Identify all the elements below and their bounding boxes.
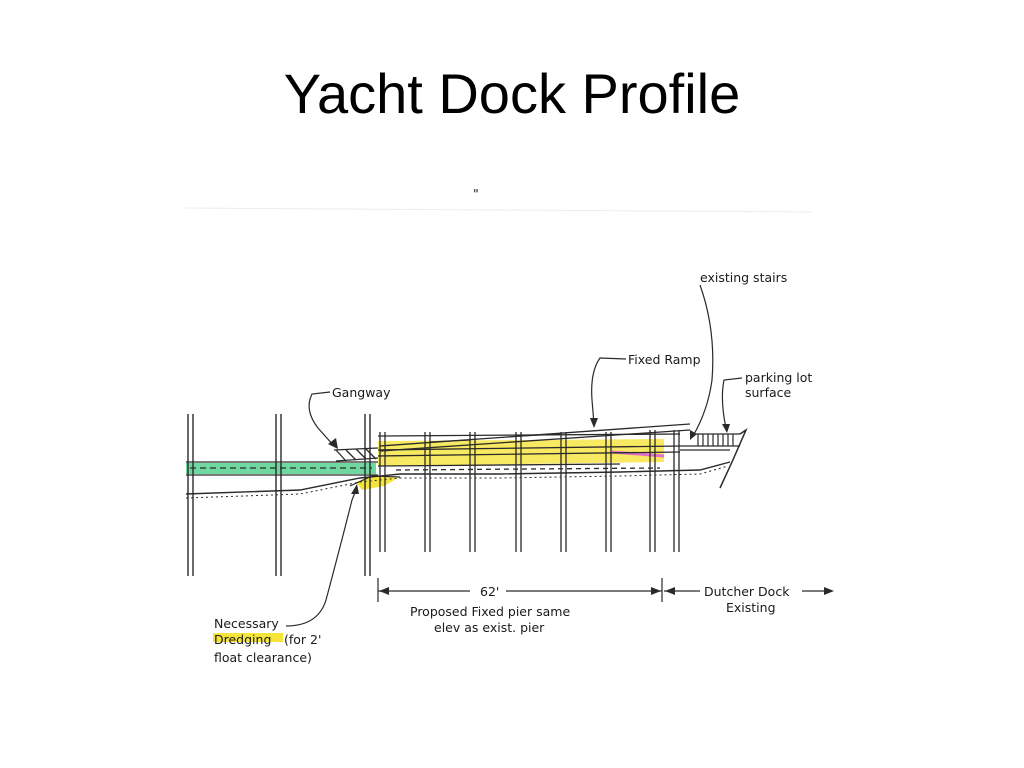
dredging-label-highlight xyxy=(213,633,283,642)
seabed-profile xyxy=(185,461,731,495)
parking-lot-label-line2: surface xyxy=(745,385,792,400)
parking-lot-arrow xyxy=(722,424,730,433)
floating-dock xyxy=(186,461,378,476)
pier-note-line1: Proposed Fixed pier same xyxy=(410,604,570,619)
dutcher-dock-label-line2: Existing xyxy=(726,600,776,615)
proposed-pier-piles xyxy=(379,430,680,552)
pier-note-line2: elev as exist. pier xyxy=(434,620,545,635)
fixed-ramp-leader xyxy=(591,357,627,425)
fixed-ramp-arrow xyxy=(590,418,598,428)
parking-lot-leader xyxy=(721,377,743,429)
corner-mark: " xyxy=(473,186,479,201)
fixed-ramp-label: Fixed Ramp xyxy=(628,352,701,367)
fixed-ramp xyxy=(379,423,691,452)
existing-piles xyxy=(187,414,371,576)
dredging-label-line3: (for 2' xyxy=(284,632,321,647)
dredging-zone-highlight xyxy=(356,476,398,490)
dimension-arrow-right xyxy=(651,587,661,595)
existing-stairs-leader xyxy=(692,284,714,437)
dredging-leader xyxy=(285,489,357,627)
parking-lot-label-line1: parking lot xyxy=(745,370,812,385)
existing-stairs xyxy=(680,433,740,451)
gangway xyxy=(333,447,379,462)
dutcher-arrow-right xyxy=(824,587,834,595)
gangway-label: Gangway xyxy=(332,385,391,400)
existing-stairs-label: existing stairs xyxy=(700,270,787,285)
dutcher-arrow-left xyxy=(665,587,675,595)
dredging-label-line1: Necessary xyxy=(214,616,279,631)
gangway-leader xyxy=(308,391,335,447)
dimension-62-label: 62' xyxy=(480,584,499,599)
dimension-62-line xyxy=(377,578,663,602)
slide-title: Yacht Dock Profile xyxy=(283,62,741,125)
dimension-arrow-left xyxy=(379,587,389,595)
dredging-arrow xyxy=(351,484,359,494)
dredging-label-line4: float clearance) xyxy=(214,650,312,665)
seabed-hatch xyxy=(185,465,729,499)
existing-stairs-arrow xyxy=(690,430,697,440)
dutcher-dock-label-line1: Dutcher Dock xyxy=(704,584,790,599)
scan-edge-line xyxy=(184,207,813,213)
dredging-outline xyxy=(349,475,401,487)
dredging-label-line2: Dredging xyxy=(214,632,271,647)
gangway-arrow xyxy=(328,438,338,449)
parking-lot-surface xyxy=(719,427,748,489)
